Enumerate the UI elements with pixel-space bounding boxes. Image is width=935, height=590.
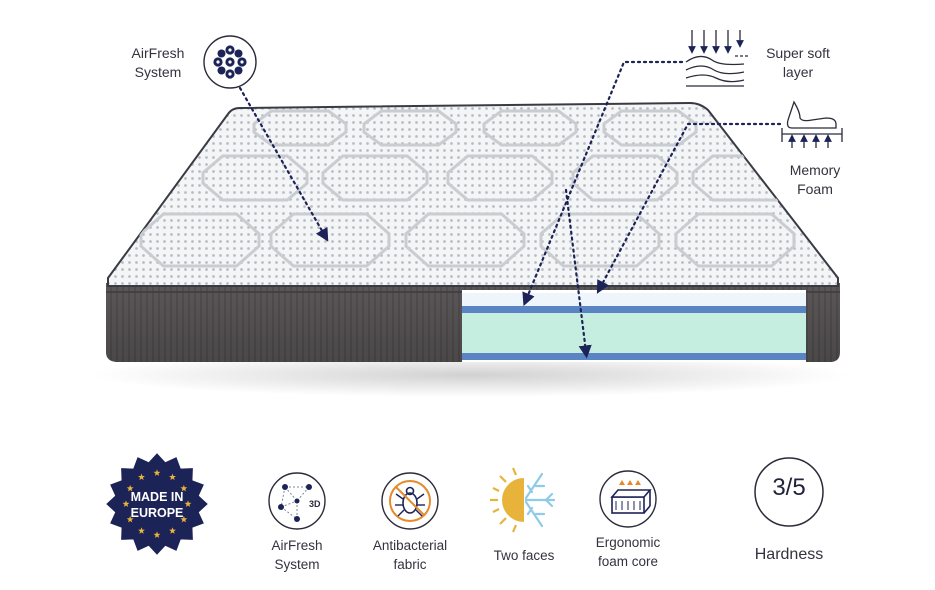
feature-two-faces-label: Two faces [474, 546, 574, 565]
quilt-octagon [362, 109, 458, 147]
super-soft-callout-label: Super soft layer [752, 44, 844, 82]
memory-foam-icon [781, 100, 843, 148]
made-in-europe-badge: MADE IN EUROPE [106, 453, 208, 555]
memory-foam-callout-label: Memory Foam [769, 161, 861, 199]
eu-star-icon [126, 484, 134, 492]
feature-antibacterial-line-2: fabric [393, 557, 427, 572]
mattress-shadow [90, 353, 850, 397]
top-blue-band [462, 306, 806, 313]
eu-star-icon [138, 527, 145, 534]
antibacterial-icon [381, 472, 439, 530]
quilt-octagon [482, 109, 578, 147]
foam-core-icon [599, 470, 657, 528]
eu-star-icon [180, 515, 188, 523]
mattress-top [107, 101, 839, 287]
eu-star-icon [169, 473, 176, 481]
quilt-octagon [321, 154, 429, 202]
quilt-octagon [602, 109, 698, 147]
feature-antibacterial-line-1: Antibacterial [372, 538, 448, 553]
badge-line-1: MADE IN [131, 490, 184, 504]
airfresh-callout-line-1: AirFresh [131, 45, 185, 61]
quilt-octagon [539, 212, 661, 268]
super-soft-callout-line-1: Super soft [766, 45, 830, 61]
hardness-value: 3/5 [772, 474, 806, 501]
memory-foam-callout-line-2: Foam [797, 181, 833, 197]
callout-pointers [238, 60, 782, 359]
airfresh-callout-icon [203, 35, 257, 89]
quilt-octagon [252, 109, 348, 147]
quilt-octagon [571, 154, 679, 202]
eu-star-icon [138, 473, 145, 481]
eu-star-icon [184, 500, 192, 507]
airfresh-pointer [238, 86, 329, 242]
eu-star-icon [153, 469, 161, 476]
quilt-octagon [446, 154, 554, 202]
super-soft-icon [685, 30, 748, 87]
quilt-octagon [404, 212, 526, 268]
feature-airfresh-line-2: System [274, 557, 320, 572]
quilt-octagon [674, 212, 796, 268]
mattress-cutaway [462, 290, 806, 362]
feature-airfresh-label: AirFresh System [247, 536, 347, 574]
eu-star-icon [169, 527, 176, 534]
super-soft-layer-band [462, 293, 806, 306]
feature-two-faces-line-1: Two faces [493, 548, 555, 563]
bottom-blue-band [462, 353, 806, 360]
eu-star-icon [122, 500, 130, 507]
feature-antibacterial-label: Antibacterial fabric [355, 536, 465, 574]
eu-star-icon [153, 531, 161, 538]
badge-line-2: EUROPE [131, 506, 184, 520]
memory-foam-band [462, 313, 806, 353]
feature-foam-core-label: Ergonomic foam core [578, 533, 678, 571]
feature-foam-core-line-1: Ergonomic [595, 535, 661, 550]
quilt-octagon [139, 212, 261, 268]
eu-star-icon [126, 515, 134, 523]
memory-foam-pointer [596, 122, 782, 294]
quilt-octagon [269, 212, 391, 268]
sun-snowflake-icon [490, 467, 556, 533]
airfresh-3d-icon: 3D [268, 472, 326, 530]
3d-icon-text: 3D [309, 499, 321, 509]
memory-foam-callout-line-1: Memory [789, 162, 841, 178]
eu-star-icon [180, 484, 188, 492]
super-soft-pointer [522, 60, 684, 307]
feature-airfresh-line-1: AirFresh [271, 538, 323, 553]
feature-foam-core-line-2: foam core [597, 554, 659, 569]
airfresh-callout-line-2: System [134, 64, 182, 80]
airfresh-callout-label: AirFresh System [112, 44, 204, 82]
quilt-octagon [201, 154, 309, 202]
hardness-label: Hardness [754, 546, 824, 563]
hardness-ring [754, 457, 824, 527]
super-soft-callout-line-2: layer [782, 64, 814, 80]
